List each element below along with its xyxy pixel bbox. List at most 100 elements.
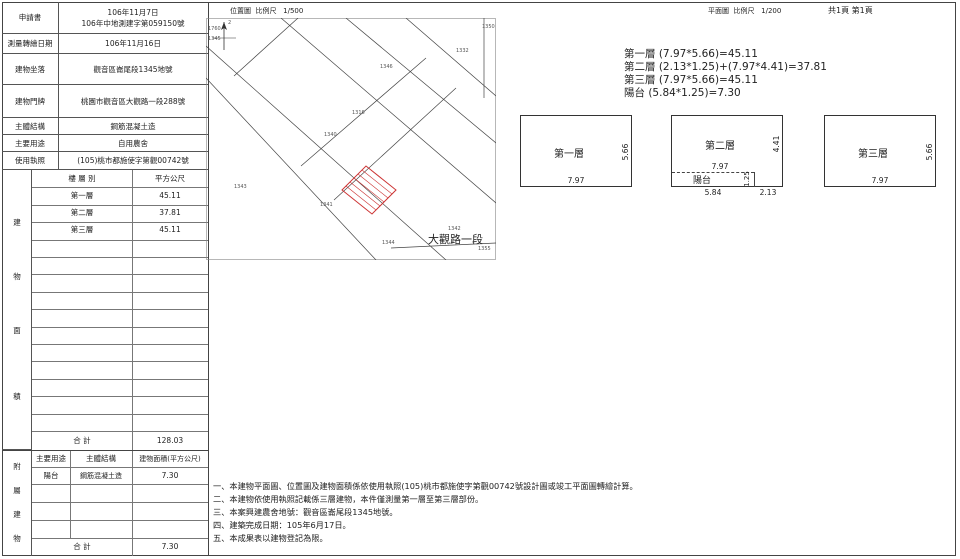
floor2-width: 7.97 <box>711 161 729 171</box>
grid-line <box>32 204 208 206</box>
floor-area: 37.81 <box>159 208 181 217</box>
parcel-number: 1341 <box>320 202 333 208</box>
survey-date-label: 測量轉繪日期 <box>2 34 59 53</box>
grid-line <box>32 222 208 224</box>
grid-line <box>32 344 208 345</box>
floor1-width: 7.97 <box>567 175 585 185</box>
formula-line: 第一層 (7.97*5.66)=45.11 <box>624 48 758 60</box>
area-side-char: 物 <box>13 271 21 281</box>
attached-side-char: 物 <box>13 533 21 543</box>
floor2-label: 第二層 <box>705 140 735 152</box>
floor2-plan: 第二層 7.97 4.41 陽台 1.25 <box>671 115 783 187</box>
attached-side-char: 建 <box>13 509 21 519</box>
location-map-scale: 1/500 <box>283 7 304 15</box>
col-area: 平方公尺 <box>155 174 185 183</box>
license: (105)桃市都施使字第觀00742號 <box>77 156 189 165</box>
formula-line: 第二層 (2.13*1.25)+(7.97*4.41)=37.81 <box>624 61 827 73</box>
attached-area: 7.30 <box>161 471 179 480</box>
parcel-number: 1344 <box>382 240 395 246</box>
grid-line <box>32 396 208 398</box>
apply-row: 申請書 106年11月7日 106年中地測建字第059150號 <box>2 2 208 34</box>
attached-side: 附 屬 建 物 <box>2 450 32 556</box>
balcony-depth: 1.25 <box>743 171 751 187</box>
attached-grid: 主要用途 主體結構 建物面積(平方公尺) 陽台 鋼筋混凝土造 7.30 合 計 … <box>32 450 208 556</box>
page-info: 共1頁 第1頁 <box>828 6 873 15</box>
area-side-char: 積 <box>13 391 21 401</box>
north-arrow-icon <box>212 22 236 50</box>
grid-line <box>32 431 208 432</box>
corner-number: 1345 <box>208 36 221 42</box>
floor-plan-title: 平面圖 <box>708 7 729 15</box>
note-line: 二、本建物依使用執照記載係三層建物，本件僅測量第一層至第三層部份。 <box>213 494 484 504</box>
area-side-char: 建 <box>13 217 21 227</box>
note-line: 三、本案興建農舍地號：觀音區崙尾段1345地號。 <box>213 507 398 517</box>
structure-label: 主體結構 <box>2 118 59 134</box>
door-row: 建物門牌 桃園市觀音區大觀路一段288號 <box>2 85 208 118</box>
location-map-title: 位置圖 <box>230 7 251 15</box>
grid-line <box>32 361 208 363</box>
floor-area: 45.11 <box>159 225 181 234</box>
col-attached-area: 建物面積(平方公尺) <box>139 454 201 463</box>
parcel-number: 1346 <box>380 64 393 70</box>
attached-total: 7.30 <box>161 542 179 551</box>
floor-plan-scale-label: 比例尺 <box>733 7 755 15</box>
parcel-number: 1332 <box>456 48 469 54</box>
road-name: 大觀路一段 <box>428 232 483 246</box>
floor3-depth: 5.66 <box>924 143 934 161</box>
col-struct: 主體結構 <box>86 454 116 463</box>
floor1-label: 第一層 <box>554 148 584 160</box>
parcel-number: 1355 <box>478 246 491 252</box>
attached-struct: 鋼筋混凝土造 <box>80 471 122 480</box>
use: 自用農舍 <box>118 138 148 148</box>
formula-line: 陽台 (5.84*1.25)=7.30 <box>624 87 741 99</box>
floor-area: 45.11 <box>159 191 181 200</box>
apply-label: 申請書 <box>2 2 59 33</box>
parcel-number: 1350 <box>482 24 495 30</box>
survey-date: 106年11月16日 <box>105 39 161 48</box>
note-line: 五、本成果表以建物登記為限。 <box>213 533 328 543</box>
floor3-label: 第三層 <box>858 148 888 160</box>
grid-line <box>32 187 208 189</box>
col-use: 主要用途 <box>36 454 66 463</box>
attached-side-char: 屬 <box>13 485 21 495</box>
corner-number: 2 <box>228 20 231 26</box>
corner-number: 1760 <box>208 26 221 32</box>
attached-use: 陽台 <box>43 471 59 480</box>
floor2-extension: 2.13 <box>759 187 777 197</box>
use-label: 主要用途 <box>2 135 59 151</box>
area-grid: 樓 層 別 平方公尺 第一層 45.11 第二層 37.81 第三層 45.11… <box>32 170 208 450</box>
floor1-depth: 5.66 <box>620 143 630 161</box>
apply-date: 106年11月7日 <box>107 7 159 17</box>
survey-date-row: 測量轉繪日期 106年11月16日 <box>2 34 208 54</box>
grid-line <box>32 239 208 241</box>
door: 桃園市觀音區大觀路一段288號 <box>80 96 186 106</box>
license-label: 使用執照 <box>2 152 59 169</box>
floor3-plan: 第三層 7.97 5.66 <box>824 115 936 187</box>
info-table: 申請書 106年11月7日 106年中地測建字第059150號 測量轉繪日期 1… <box>2 2 209 556</box>
floor-name: 第二層 <box>70 208 94 217</box>
grid-line <box>32 274 208 276</box>
location-map-scale-label: 比例尺 <box>255 7 277 15</box>
formula-line: 第三層 (7.97*5.66)=45.11 <box>624 74 758 86</box>
location-map: 1760 2 1345 1346 1316 1340 1341 1343 133… <box>206 18 496 260</box>
parcel-number: 1342 <box>448 226 461 232</box>
land-label: 建物坐落 <box>2 54 59 84</box>
balcony-width: 5.84 <box>704 187 722 197</box>
parcel-number: 1340 <box>324 132 337 138</box>
license-row: 使用執照 (105)桃市都施使字第觀00742號 <box>2 152 208 170</box>
land-row: 建物坐落 觀音區崙尾段1345地號 <box>2 54 208 85</box>
attached-total-label: 合 計 <box>73 542 91 551</box>
balcony-label: 陽台 <box>692 175 711 186</box>
area-side: 建 物 面 積 <box>2 170 32 450</box>
attached-side-char: 附 <box>13 461 21 471</box>
land: 觀音區崙尾段1345地號 <box>93 64 173 74</box>
structure-row: 主體結構 鋼筋混凝土造 <box>2 118 208 135</box>
col-floor: 樓 層 別 <box>68 174 96 183</box>
grid-line <box>32 413 208 415</box>
floor-name: 第三層 <box>70 225 94 234</box>
area-side-char: 面 <box>13 325 21 335</box>
grid-line <box>32 326 208 328</box>
building-footprint <box>341 165 397 215</box>
parcel-number: 1316 <box>352 110 365 116</box>
parcel-number: 1343 <box>234 184 247 190</box>
